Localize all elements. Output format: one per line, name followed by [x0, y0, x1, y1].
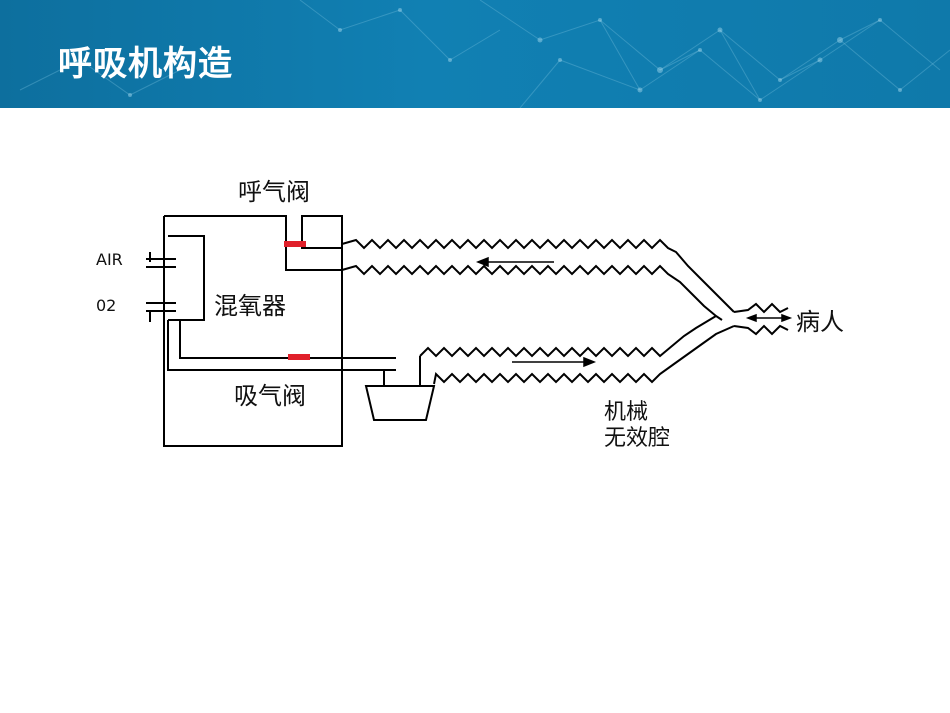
air-inlet-label: AIR — [96, 250, 123, 269]
y-piece — [733, 302, 789, 336]
ventilator-schematic — [146, 215, 793, 447]
exhale-valve-label: 呼气阀 — [238, 178, 310, 206]
housing-top-left — [164, 215, 287, 248]
exhale-valve-box — [301, 215, 343, 249]
mixer-label: 混氧器 — [214, 292, 286, 320]
patient-label: 病人 — [796, 308, 844, 336]
network-decoration — [19, 0, 950, 108]
dead-space-label-line2: 无效腔 — [604, 426, 671, 451]
slide-header: 呼吸机构造 — [0, 0, 950, 108]
inhale-tube — [419, 315, 735, 385]
humidifier — [364, 356, 436, 421]
housing-outline — [163, 216, 343, 447]
inhale-valve-marker — [288, 354, 310, 360]
exhale-tube — [341, 238, 735, 321]
inhale-valve-label: 吸气阀 — [234, 382, 306, 410]
exhale-valve-marker — [284, 241, 306, 247]
slide-title: 呼吸机构造 — [58, 44, 233, 84]
dead-space-label-line1: 机械 — [604, 400, 649, 425]
ventilator-diagram: 呼气阀 AIR 02 混氧器 吸气阀 病人 机械 无效腔 — [84, 160, 880, 470]
o2-inlet-label: 02 — [96, 296, 117, 315]
